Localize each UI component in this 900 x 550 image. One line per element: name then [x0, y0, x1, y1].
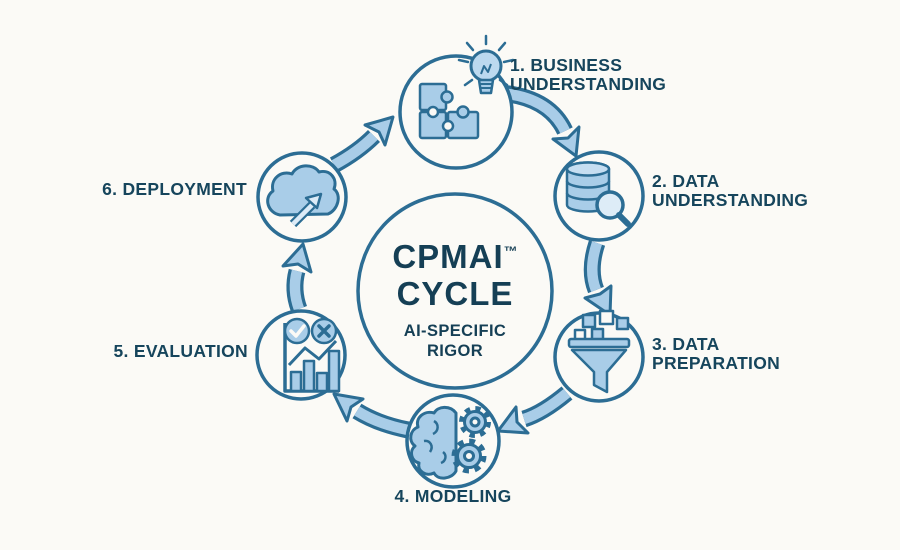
cycle-arrows [281, 84, 613, 439]
puzzle-lightbulb-icon [418, 34, 515, 140]
center-title: CPMAI™ CYCLE [358, 233, 552, 312]
stage-label-data-understanding: 2. DATA UNDERSTANDING [652, 172, 808, 210]
center-circle [356, 192, 554, 390]
stage-label-line: PREPARATION [652, 353, 781, 373]
arrow-modeling-to-evaluation [332, 392, 410, 439]
stage-label-business-understanding: 1. BUSINESS UNDERSTANDING [510, 56, 666, 94]
stage-label-line: 4. MODELING [394, 486, 512, 506]
center-title-line2: CYCLE [396, 275, 514, 312]
arrow-data-understanding-to-preparation [583, 240, 613, 317]
stage-label-deployment: 6. DEPLOYMENT [57, 180, 247, 199]
stage-label-data-preparation: 3. DATA PREPARATION [652, 335, 780, 373]
brain-gears-icon [409, 405, 491, 480]
stage-label-line: 5. EVALUATION [113, 341, 248, 361]
stage-label-line: 6. DEPLOYMENT [102, 179, 247, 199]
stage-label-evaluation: 5. EVALUATION [58, 342, 248, 361]
stage-label-line: 1. BUSINESS [510, 55, 623, 75]
center-circle-text: CPMAI™ CYCLE AI-SPECIFIC RIGOR [358, 233, 552, 361]
stage-label-line: 2. DATA [652, 171, 720, 191]
center-subtitle-line1: AI-SPECIFIC [403, 322, 507, 340]
trademark-symbol: ™ [503, 243, 518, 259]
stage-label-line: UNDERSTANDING [652, 190, 809, 210]
funnel-blocks-icon [567, 309, 631, 394]
stage-label-modeling: 4. MODELING [350, 487, 556, 506]
center-title-line1: CPMAI [392, 238, 504, 275]
bar-chart-check-x-icon [283, 317, 341, 393]
database-magnifier-icon [565, 161, 631, 227]
center-subtitle-line2: RIGOR [426, 342, 484, 360]
stage-label-line: 3. DATA [652, 334, 720, 354]
stage-label-line: UNDERSTANDING [510, 74, 667, 94]
arrow-preparation-to-modeling [496, 386, 573, 435]
arrow-evaluation-to-deployment [281, 242, 313, 312]
cloud-launch-arrow-icon [266, 164, 340, 228]
center-subtitle: AI-SPECIFIC RIGOR [358, 321, 552, 361]
arrow-deployment-to-business [329, 115, 395, 173]
